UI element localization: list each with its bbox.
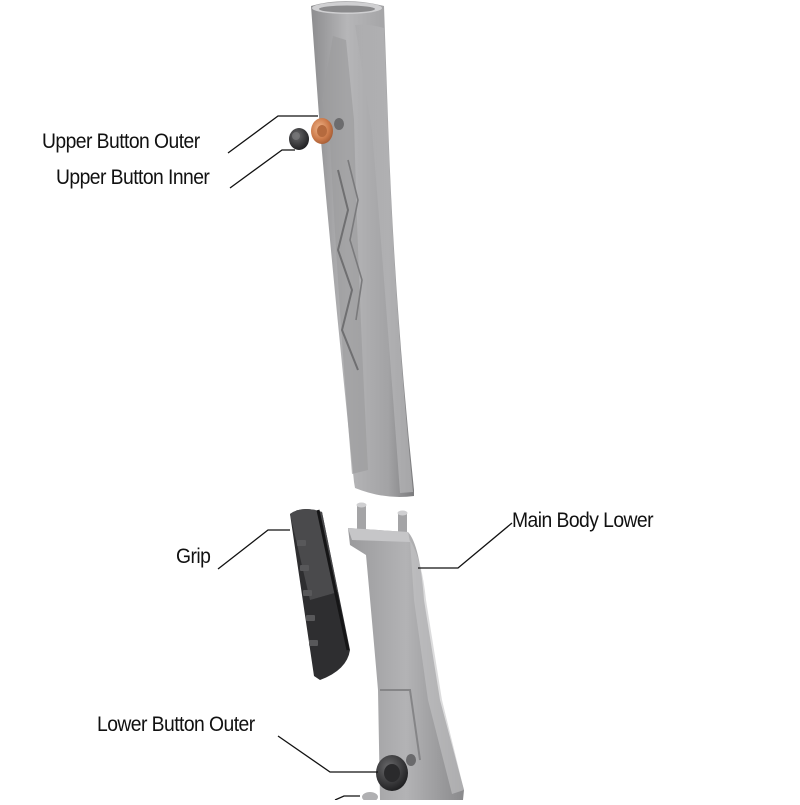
grip-part	[290, 508, 350, 680]
upper-button-outer	[311, 118, 333, 144]
leader-upper-button-outer	[227, 115, 318, 154]
label-lower-button-outer: Lower Button Outer	[97, 713, 255, 736]
leader-lower-button-outer	[277, 735, 378, 773]
label-main-body-lower: Main Body Lower	[512, 509, 654, 532]
label-upper-button-inner: Upper Button Inner	[56, 166, 210, 189]
label-grip: Grip	[176, 545, 211, 568]
main-body-upper	[311, 1, 414, 497]
label-upper-button-outer: Upper Button Outer	[42, 130, 200, 153]
leader-main-body-lower	[418, 522, 513, 569]
upper-button-inner	[289, 128, 309, 150]
main-body-lower	[348, 502, 464, 802]
leader-lines	[217, 115, 513, 801]
leader-grip	[217, 529, 290, 570]
leader-upper-button-inner	[229, 149, 295, 189]
leader-lower-part	[334, 795, 360, 801]
